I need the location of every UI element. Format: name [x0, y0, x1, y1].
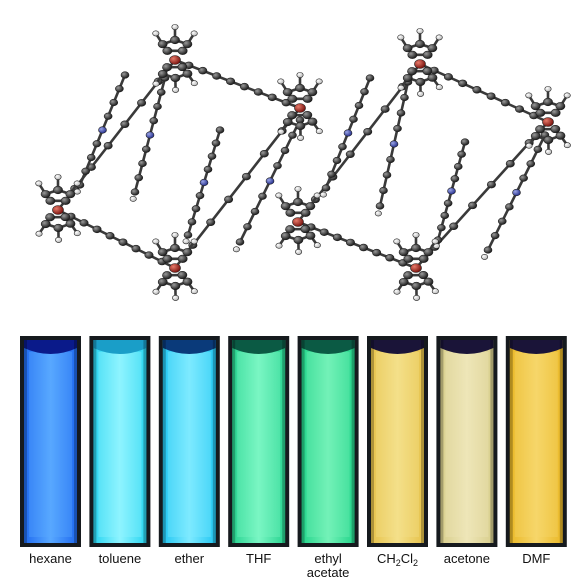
- vial-label: toluene: [80, 552, 160, 566]
- vial-label-text: DMF: [522, 551, 551, 566]
- vial-5: [367, 336, 428, 547]
- vial-liquid: [24, 340, 77, 543]
- vial-label-text: CH: [376, 551, 396, 566]
- molecule-left: [35, 24, 323, 301]
- vial-label-subscript: 2: [395, 558, 401, 568]
- vial-liquid: [371, 340, 424, 543]
- vial-liquid: [232, 340, 286, 543]
- vial-label-text: ethyl: [314, 551, 342, 566]
- vial-label-text: Cl: [400, 551, 414, 566]
- vial-label-text: acetone: [443, 551, 491, 566]
- vial-label-text: acetate: [306, 565, 350, 580]
- vial-label: ether: [149, 552, 229, 566]
- vial-meniscus: [301, 340, 355, 354]
- vial-meniscus: [509, 340, 563, 354]
- vial-liquid: [301, 340, 355, 543]
- crystal-structure-panel: [35, 24, 571, 301]
- vial-liquid: [162, 340, 216, 543]
- vial-meniscus: [371, 340, 424, 354]
- vial-1: [89, 336, 151, 547]
- vial-liquid: [93, 340, 147, 543]
- vial-7: [505, 336, 567, 547]
- vial-meniscus: [24, 340, 77, 354]
- vial-label-text: hexane: [29, 551, 72, 566]
- vial-label: hexane: [11, 552, 91, 566]
- vial-0: [20, 336, 81, 547]
- vial-label: DMF: [496, 552, 576, 566]
- vial-label-subscript: 2: [413, 558, 419, 568]
- vial-meniscus: [232, 340, 286, 354]
- vial-label-text: ether: [174, 551, 205, 566]
- vial-meniscus: [440, 340, 494, 354]
- vial-meniscus: [162, 340, 216, 354]
- vial-liquid: [440, 340, 494, 543]
- vial-meniscus: [93, 340, 147, 354]
- molecule-right: [275, 28, 571, 301]
- vial-label-text: THF: [246, 551, 272, 566]
- vial-3: [228, 336, 290, 547]
- vial-6: [436, 336, 498, 547]
- vial-label: acetone: [427, 552, 507, 566]
- vial-label: THF: [219, 552, 299, 566]
- vial-2: [158, 336, 220, 547]
- vial-liquid: [509, 340, 563, 543]
- vial-label-text: toluene: [98, 551, 142, 566]
- vial-4: [297, 336, 359, 547]
- vial-label: CH2Cl2: [358, 552, 438, 570]
